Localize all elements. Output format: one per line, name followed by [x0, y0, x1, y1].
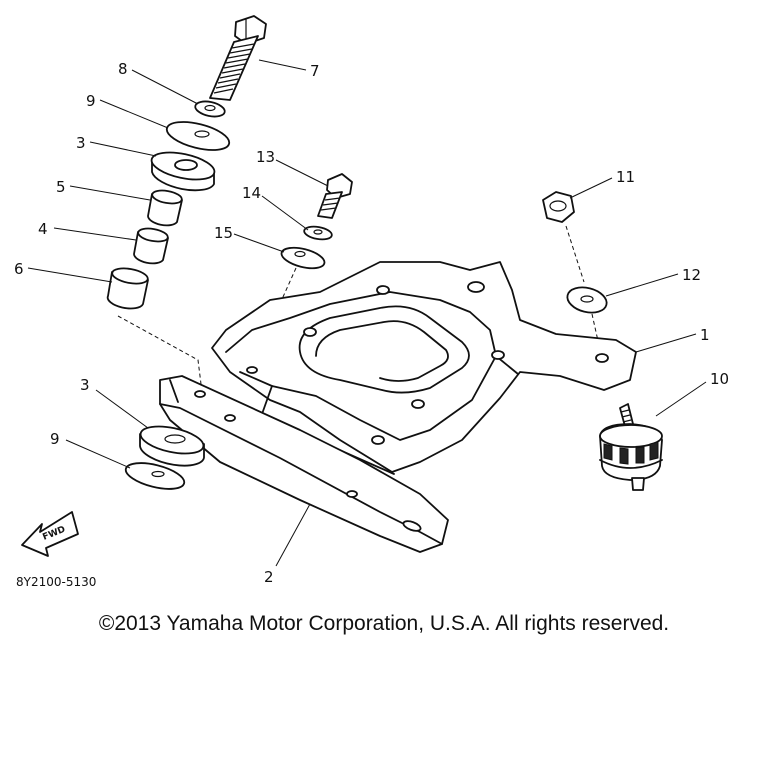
assembly-line-left	[117, 315, 203, 393]
callout-15: 15	[214, 224, 233, 242]
part-4-collar	[133, 227, 169, 265]
callout-1: 1	[700, 326, 710, 344]
part-15-washer	[280, 246, 326, 270]
callout-9-top: 9	[86, 92, 96, 110]
callout-7: 7	[310, 62, 320, 80]
callout-3-bottom: 3	[80, 376, 90, 394]
callout-5: 5	[56, 178, 66, 196]
part-14-washer	[303, 225, 333, 241]
callout-3-top: 3	[76, 134, 86, 152]
callout-14: 14	[242, 184, 261, 202]
callout-10: 10	[710, 370, 729, 388]
part-3-rubber-top	[150, 151, 216, 192]
part-number: 8Y2100-5130	[16, 575, 96, 589]
callout-numbers: 7 8 9 3 5 4 6 13 14 15 11 12 1 10 3 9 2	[14, 60, 729, 586]
callout-6: 6	[14, 260, 24, 278]
part-3-rubber-bottom	[139, 425, 205, 467]
callout-11: 11	[616, 168, 635, 186]
callout-12: 12	[682, 266, 701, 284]
assembly-line-right-top	[565, 225, 585, 283]
assembly-line-middle	[251, 267, 297, 367]
callout-2: 2	[264, 568, 274, 586]
part-5-collar	[147, 189, 183, 227]
engine-mount-diagram: FWD 7 8 9 3 5 4 6 13 14 15 11 12 1 10	[14, 15, 729, 589]
part-8-washer	[194, 100, 226, 118]
callout-8: 8	[118, 60, 128, 78]
part-9-washer-top	[165, 121, 231, 151]
callout-4: 4	[38, 220, 48, 238]
copyright-notice: ©2013 Yamaha Motor Corporation, U.S.A. A…	[98, 612, 670, 635]
part-2-plate	[159, 375, 449, 553]
part-10-rubber-mount	[599, 403, 663, 491]
part-11-nut	[542, 191, 575, 223]
part-1-bracket	[211, 261, 637, 475]
callout-13: 13	[256, 148, 275, 166]
leader-lines	[27, 59, 707, 567]
part-13-bolt	[317, 173, 353, 219]
part-7-bolt	[209, 15, 267, 101]
callout-9-bottom: 9	[50, 430, 60, 448]
fwd-arrow-icon: FWD	[21, 511, 79, 557]
part-12-washer	[566, 286, 608, 314]
part-6-collar	[106, 267, 149, 310]
part-9-washer-bottom	[124, 462, 186, 490]
